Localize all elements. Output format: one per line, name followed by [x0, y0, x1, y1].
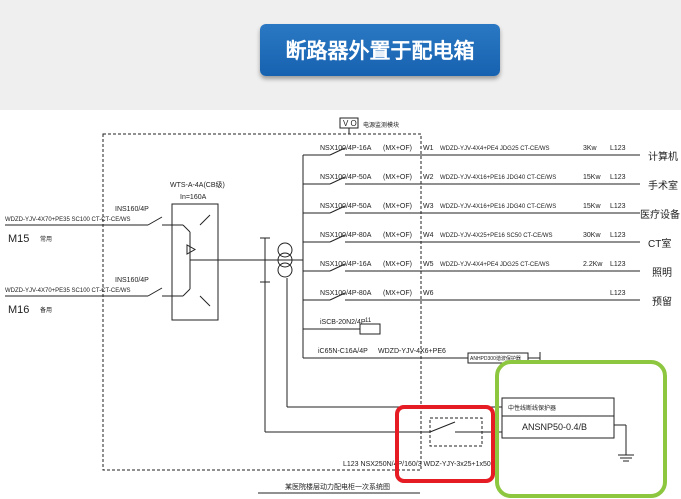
- branch-1-power: 3Kw: [583, 145, 598, 152]
- red-highlight-frame: [395, 405, 495, 483]
- incomer-1-cable: WDZD-YJV-4X70+PE35 SC100 CT-CT-CE/WS: [5, 217, 131, 223]
- ct-1-icon: [277, 242, 293, 258]
- incomer-1-breaker: INS160/4P: [115, 206, 149, 213]
- arc-model: ANSNP50-0.4/B: [522, 422, 587, 432]
- branch-1-breaker: NSX100/4P-16A: [320, 145, 372, 152]
- branch-5: NSX100/4P-16A (MX+OF) W5 WDZD-YJV-4X4+PE…: [303, 261, 672, 279]
- branch-6-load: 预留: [652, 295, 672, 308]
- branch-6-ref: L123: [610, 290, 626, 297]
- spd-icon: [359, 323, 381, 335]
- branch-4-aux: (MX+OF): [383, 232, 412, 239]
- page-title-banner: 断路器外置于配电箱: [260, 24, 500, 76]
- branch-3: NSX100/4P-50A (MX+OF) W3 WDZD-YJV-4X16+P…: [303, 203, 680, 221]
- spd-breaker: iSCB-20N2/4P: [320, 319, 366, 326]
- wiring-diagram: V O 电源监测模块 WDZD-YJV-4X70+PE35 SC100 CT-C…: [5, 117, 680, 498]
- branch-5-cable: WDZD-YJV-4X4+PE4 JDG25 CT-CE/WS: [440, 262, 550, 268]
- branch-3-circuit: W3: [423, 203, 434, 210]
- branch-5-power: 2.2Kw: [583, 261, 603, 268]
- branch-2-ref: L123: [610, 174, 626, 181]
- branch-2-circuit: W2: [423, 174, 434, 181]
- branch-6-breaker: NSX100/4P-80A: [320, 290, 372, 297]
- bottom-switch: [429, 421, 456, 433]
- vo-box-text: V O: [343, 119, 357, 128]
- external-breaker: [429, 417, 483, 447]
- spd-symbol: 11: [365, 318, 372, 324]
- ct-3-icon: [277, 262, 293, 278]
- branch-6: NSX100/4P-80A (MX+OF) W6 L123 预留: [303, 290, 672, 308]
- incomer-1-switch: [147, 216, 163, 226]
- ats-arrow-icon: [186, 244, 197, 255]
- branch-3-ref: L123: [610, 203, 626, 210]
- branch-1-aux: (MX+OF): [383, 145, 412, 152]
- branch-3-power: 15Kw: [583, 203, 601, 210]
- branch-5-ref: L123: [610, 261, 626, 268]
- spd-branch: iSCB-20N2/4P 11: [303, 318, 381, 335]
- incomer-2-cable: WDZD-YJV-4X70+PE35 SC100 CT-CT-CE/WS: [5, 288, 131, 294]
- monitor-branch: iC65N-C16A/4P WDZD-YJV-4X6+PE6 ANHPD300谐…: [303, 348, 541, 364]
- diagram-sheet: V O 电源监测模块 WDZD-YJV-4X70+PE35 SC100 CT-C…: [0, 110, 681, 499]
- branch-2-aux: (MX+OF): [383, 174, 412, 181]
- arc-protector-box: [501, 397, 615, 439]
- diagram-caption: 某医院楼层动力配电柜一次系统图: [285, 482, 390, 491]
- branch-2-cable: WDZD-YJV-4X16+PE16 JDG40 CT-CE/WS: [440, 175, 556, 181]
- branch-5-load: 照明: [652, 267, 672, 279]
- monitor-breaker: iC65N-C16A/4P: [318, 348, 368, 355]
- branch-2-power: 15Kw: [583, 174, 601, 181]
- branch-4-cable: WDZD-YJV-4X25+PE16 SC50 CT-CE/WS: [440, 233, 553, 239]
- branch-1-cable: WDZD-YJV-4X4+PE4 JDG25 CT-CE/WS: [440, 146, 550, 152]
- branch-4: NSX100/4P-80A (MX+OF) W4 WDZD-YJV-4X25+P…: [303, 232, 671, 250]
- branch-5-circuit: W5: [423, 261, 434, 268]
- branch-4-breaker: NSX100/4P-80A: [320, 232, 372, 239]
- branch-1-ref: L123: [610, 145, 626, 152]
- incomer-1-id: M15: [8, 233, 29, 245]
- monitor-device: ANHPD300谐波保护器: [470, 355, 521, 362]
- incomer-2-id: M16: [8, 304, 29, 316]
- branch-4-power: 30Kw: [583, 232, 601, 239]
- branch-3-cable: WDZD-YJV-4X16+PE16 JDG40 CT-CE/WS: [440, 204, 556, 210]
- branch-2: NSX100/4P-50A (MX+OF) W2 WDZD-YJV-4X16+P…: [303, 174, 678, 192]
- branch-3-aux: (MX+OF): [383, 203, 412, 210]
- incomer-1-note: 常用: [40, 235, 52, 243]
- branch-2-load: 手术室: [648, 179, 678, 192]
- ats-model: WTS-A-4A(CB级): [170, 180, 225, 189]
- green-highlight-frame: [495, 360, 667, 498]
- monitor-cable: WDZD-YJV-4X6+PE6: [378, 348, 446, 355]
- vo-label: 电源监测模块: [363, 121, 399, 129]
- ct-2-icon: [277, 252, 293, 268]
- arc-label: 中性线断线保护器: [508, 404, 556, 412]
- branch-5-breaker: NSX100/4P-16A: [320, 261, 372, 268]
- branch-5-aux: (MX+OF): [383, 261, 412, 268]
- incomer-2-note: 备用: [40, 306, 52, 314]
- bottom-line-label: L123 NSX250N/4P/160/3 WDZ-YJY-3x25+1x50: [343, 461, 491, 468]
- branch-4-ref: L123: [610, 232, 626, 239]
- branch-1-load: 计算机: [648, 150, 678, 163]
- ats-rating: In=160A: [180, 194, 207, 201]
- branch-3-breaker: NSX100/4P-50A: [320, 203, 372, 210]
- incomer-2-breaker: INS160/4P: [115, 277, 149, 284]
- ats-box: [171, 203, 219, 321]
- branch-6-circuit: W6: [423, 290, 434, 297]
- branch-3-load: 医疗设备: [640, 208, 680, 221]
- incomer-2-switch: [147, 287, 163, 297]
- branch-1: NSX100/4P-16A (MX+OF) W1 WDZD-YJV-4X4+PE…: [303, 145, 678, 163]
- branch-2-breaker: NSX100/4P-50A: [320, 174, 372, 181]
- branch-1-circuit: W1: [423, 145, 434, 152]
- branch-4-load: CT室: [648, 237, 671, 250]
- cabinet-outline: [102, 133, 422, 471]
- branch-6-aux: (MX+OF): [383, 290, 412, 297]
- page-title: 断路器外置于配电箱: [285, 39, 475, 63]
- branch-4-circuit: W4: [423, 232, 434, 239]
